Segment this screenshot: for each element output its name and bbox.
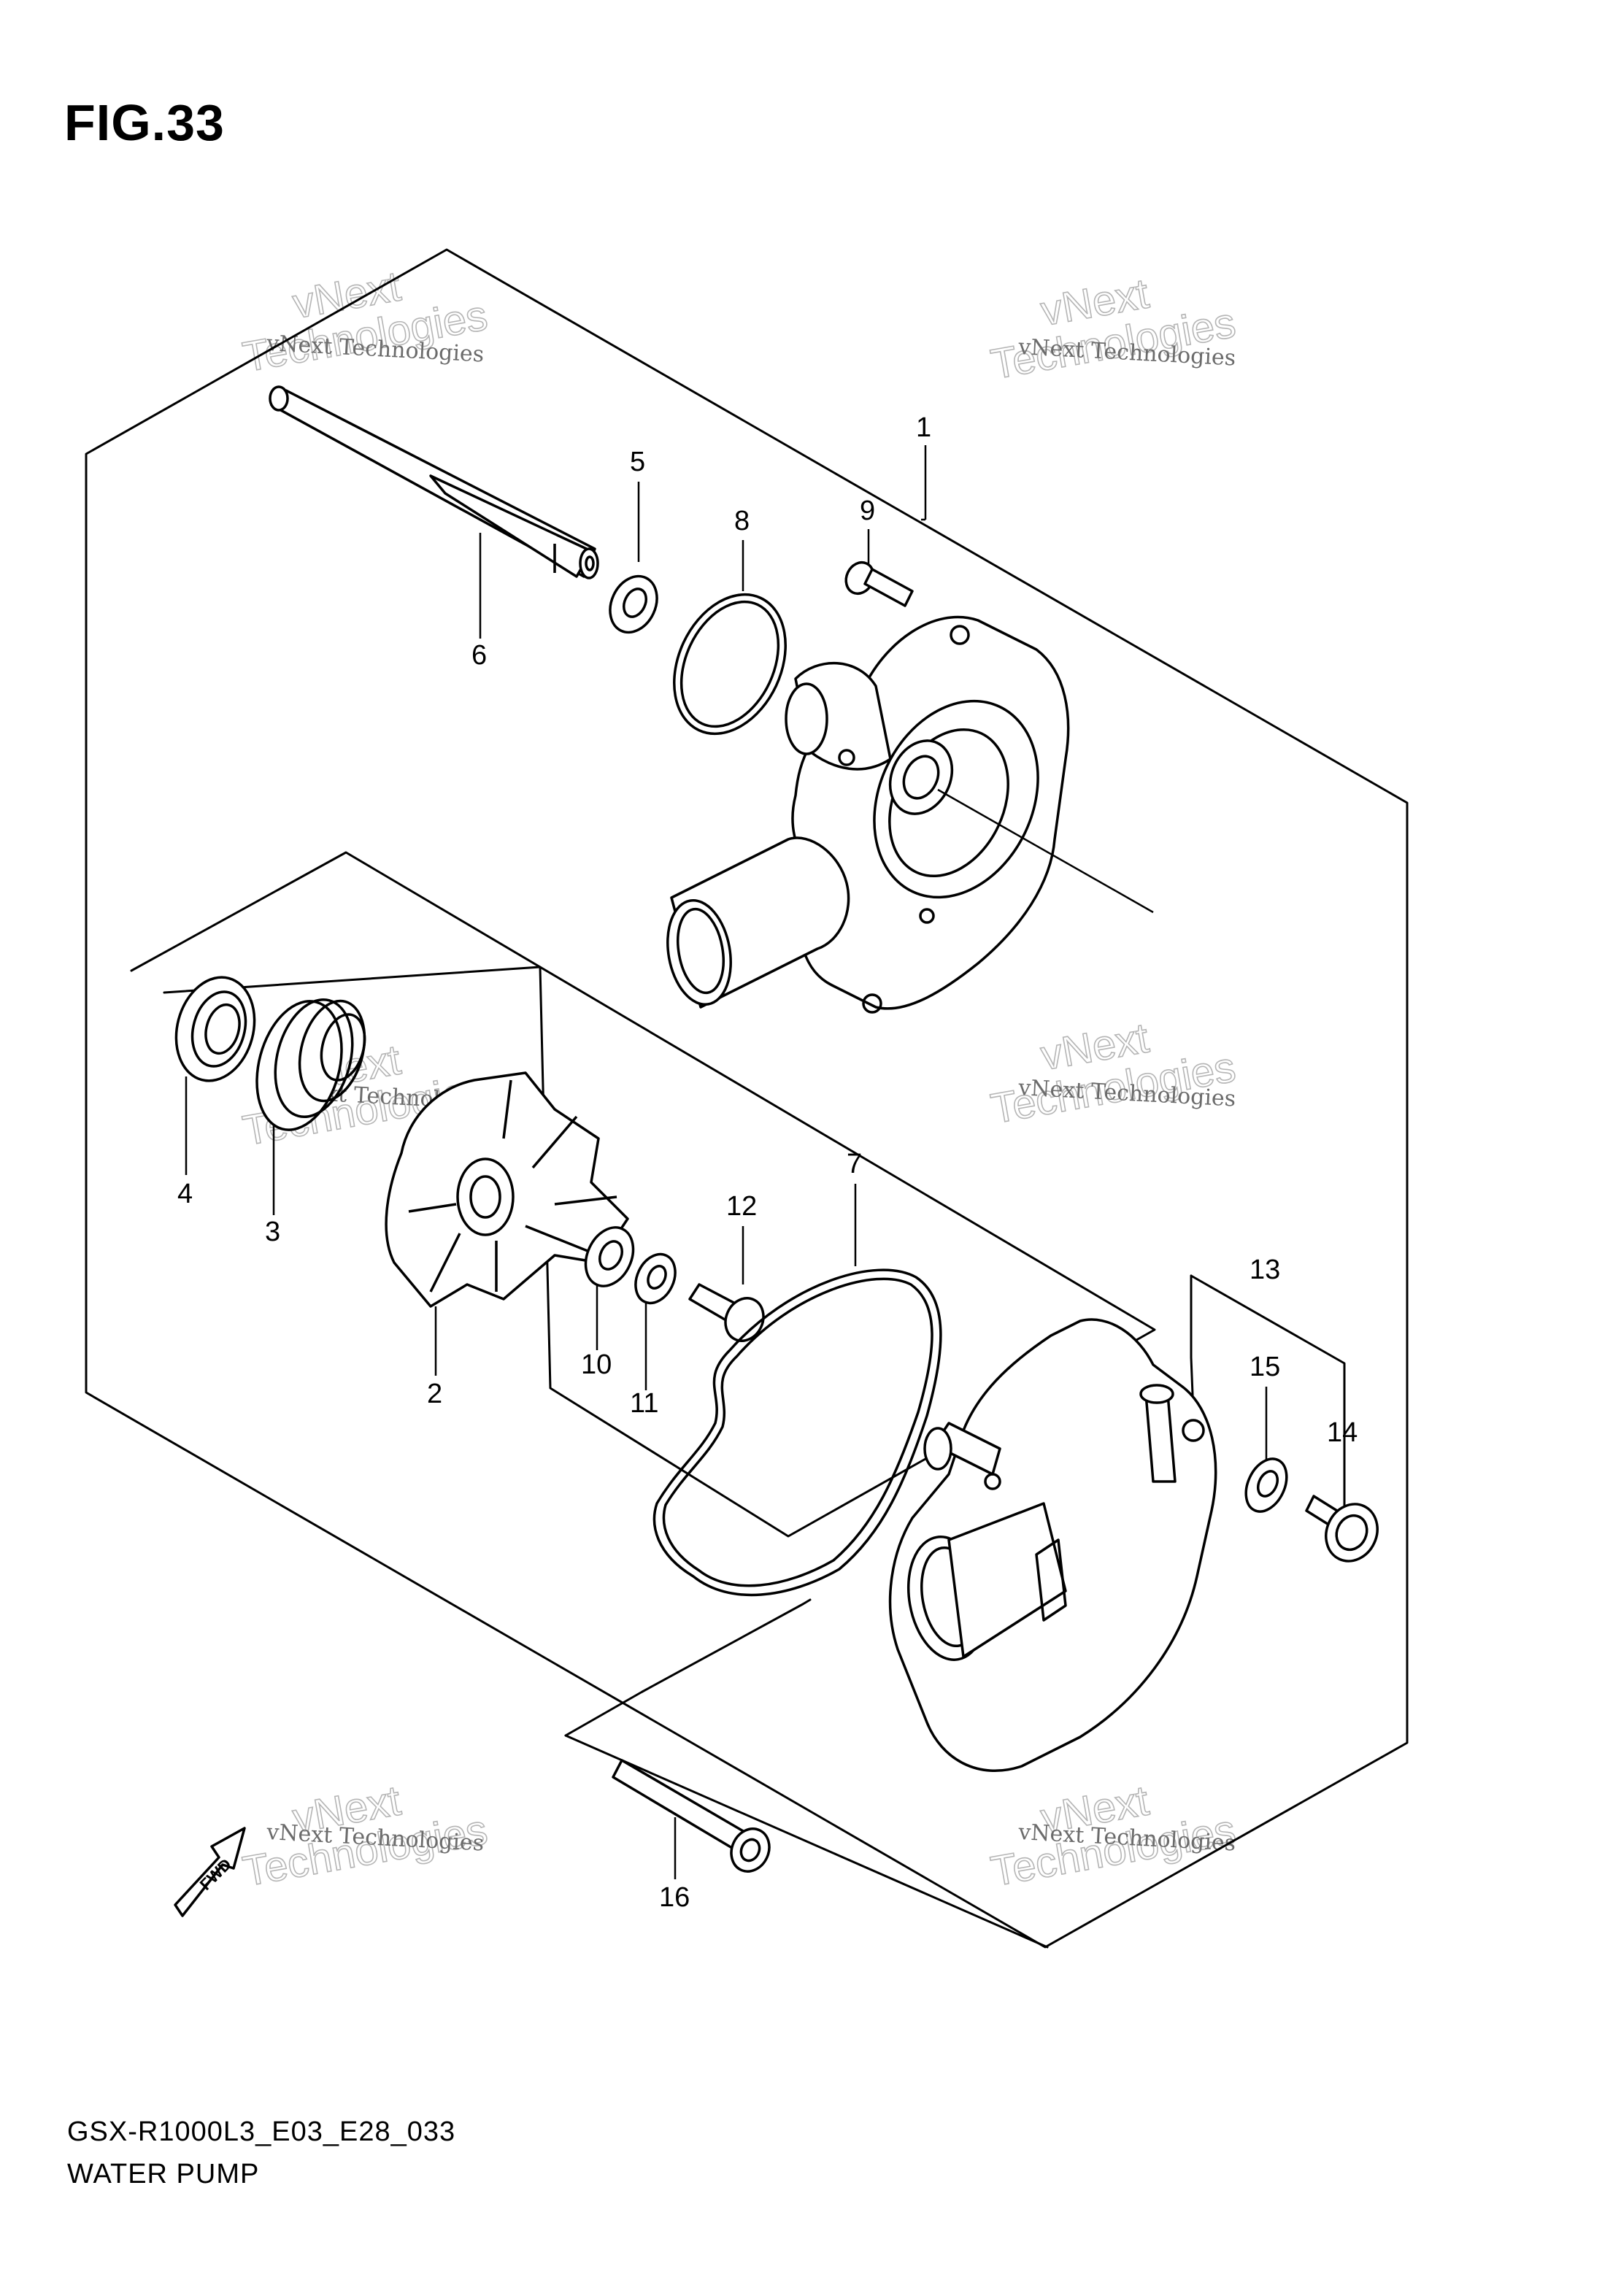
callout-14: 14 (1327, 1417, 1358, 1448)
callout-12: 12 (726, 1191, 757, 1222)
part-11-washer (634, 1252, 677, 1305)
part-1-pump-body (666, 615, 1154, 1014)
diagram-code: GSX-R1000L3_E03_E28_033 (67, 2116, 456, 2147)
callout-7: 7 (847, 1149, 862, 1179)
callout-10: 10 (581, 1349, 612, 1380)
part-4-oil-seal (174, 976, 256, 1082)
part-6-shaft (269, 385, 599, 579)
part-5-washer (609, 574, 658, 634)
bolt-16-bracket (564, 1734, 1049, 1949)
part-8-o-ring (673, 593, 787, 736)
callout-3: 3 (265, 1217, 280, 1247)
callout-labels: 1 2 3 4 5 6 7 8 9 10 11 12 13 14 15 16 (177, 412, 1358, 1913)
callout-9: 9 (860, 496, 875, 526)
callout-13: 13 (1250, 1255, 1280, 1285)
watermark-mid-right: vNext Technologies (987, 1014, 1239, 1133)
figure-title: FIG.33 (64, 94, 225, 151)
diagram-name: WATER PUMP (67, 2159, 260, 2189)
callout-5: 5 (630, 447, 645, 477)
watermark-top-right: vNext Technologies (987, 269, 1239, 389)
callout-4: 4 (177, 1179, 193, 1209)
callout-8: 8 (734, 506, 750, 536)
part-15-washer (1244, 1457, 1288, 1513)
callout-6: 6 (471, 640, 487, 671)
fwd-direction-marker: FWD (174, 1827, 246, 1917)
part-3-mechanical-seal (255, 998, 366, 1131)
part-16-long-bolt (612, 1759, 771, 1873)
part-7-gasket (652, 1268, 942, 1597)
pump-body-subassembly-line (130, 851, 1156, 1538)
callout-1: 1 (916, 412, 931, 443)
part-14-bolt (1305, 1495, 1379, 1563)
bolt-13-bracket (1190, 1274, 1195, 1414)
callout-16: 16 (659, 1882, 690, 1913)
callout-11: 11 (630, 1388, 658, 1419)
part-12-bolt (688, 1283, 765, 1342)
cover-subassembly-bracket (801, 1598, 812, 1606)
part-2-impeller (385, 1071, 629, 1308)
cover-subassembly-bracket (564, 1690, 644, 1737)
part-10-washer (584, 1226, 635, 1287)
leader-lines (185, 445, 1346, 1879)
cover-subassembly-bracket (641, 1603, 804, 1693)
part-13-pump-cover (888, 1318, 1217, 1773)
part-9-small-bolt (844, 560, 914, 607)
callout-15: 15 (1250, 1352, 1280, 1382)
callout-2: 2 (427, 1379, 442, 1409)
